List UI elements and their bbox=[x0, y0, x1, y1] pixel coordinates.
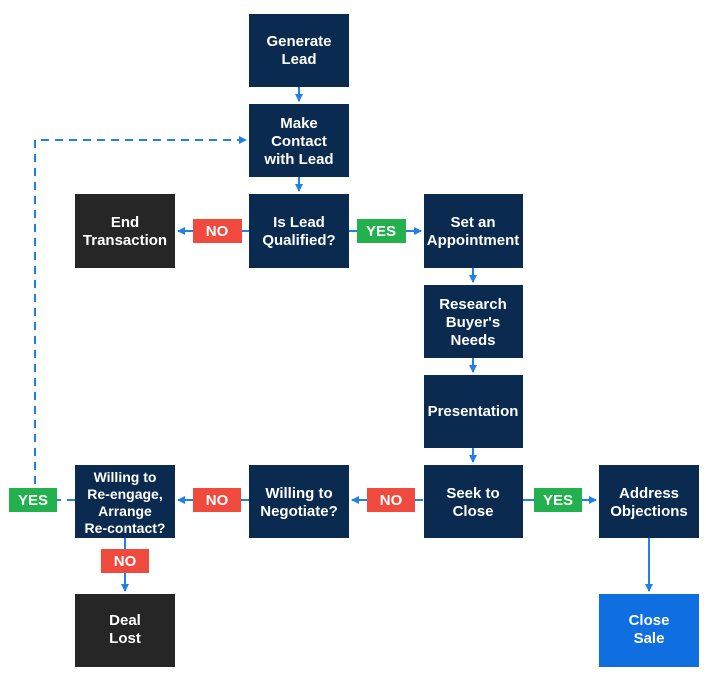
svg-text:YES: YES bbox=[543, 492, 573, 509]
badge-qualified-no: NO bbox=[193, 219, 242, 243]
svg-text:NO: NO bbox=[206, 223, 229, 240]
svg-text:YES: YES bbox=[18, 492, 48, 509]
badge-qualified-yes: YES bbox=[357, 219, 406, 243]
badge-reengage-no: NO bbox=[101, 549, 149, 573]
svg-text:NO: NO bbox=[380, 492, 403, 509]
badge-negotiate-no: NO bbox=[193, 488, 241, 512]
badge-close-yes: YES bbox=[534, 488, 582, 512]
node-presentation: Presentation bbox=[424, 375, 523, 448]
svg-text:NO: NO bbox=[206, 492, 229, 509]
svg-text:Presentation: Presentation bbox=[428, 403, 519, 420]
svg-text:YES: YES bbox=[366, 223, 396, 240]
svg-text:NO: NO bbox=[114, 553, 137, 570]
badge-reengage-yes: YES bbox=[9, 488, 57, 512]
badge-close-no: NO bbox=[367, 488, 415, 512]
